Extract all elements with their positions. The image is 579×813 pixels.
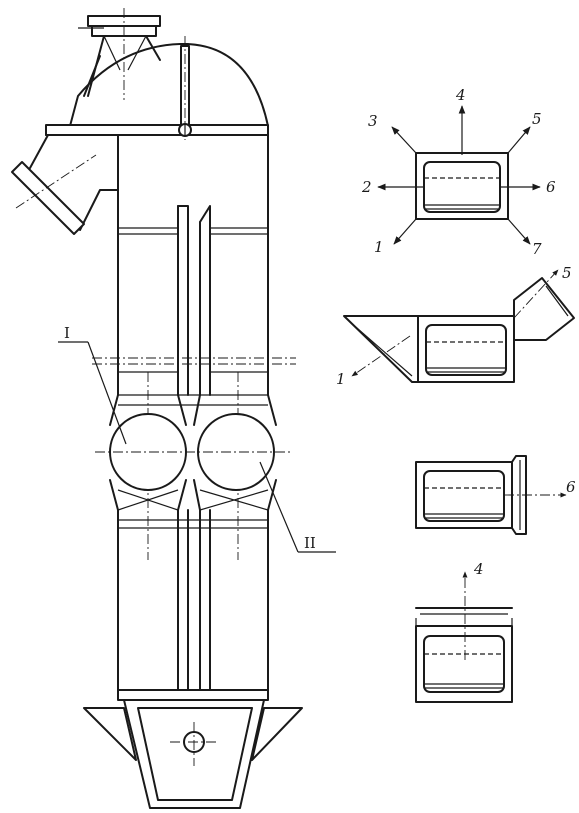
svg-text:I: I bbox=[64, 324, 70, 342]
section-label-I: I bbox=[58, 324, 127, 445]
discharge-spout bbox=[11, 134, 119, 235]
svg-text:II: II bbox=[304, 534, 316, 552]
variant-a-label-5: 5 bbox=[562, 264, 572, 282]
top-drive-mount bbox=[78, 8, 161, 100]
direction-label-3: 3 bbox=[368, 112, 378, 130]
inspection-section bbox=[95, 394, 290, 529]
direction-label-5: 5 bbox=[532, 110, 542, 128]
elevator-boot bbox=[83, 689, 303, 809]
direction-label-2: 2 bbox=[361, 178, 372, 196]
direction-label-6: 6 bbox=[546, 178, 556, 196]
elevator-legs bbox=[118, 205, 268, 691]
direction-label-7: 7 bbox=[532, 240, 542, 258]
discharge-variant-1-5: 1 5 bbox=[336, 264, 575, 388]
casing-outline bbox=[117, 134, 269, 691]
variant-b-label-6: 6 bbox=[566, 478, 576, 496]
discharge-direction-diagram: 3 4 5 2 6 1 7 bbox=[361, 86, 556, 258]
direction-label-4: 4 bbox=[455, 86, 466, 104]
variant-c-label-4: 4 bbox=[473, 560, 484, 578]
discharge-variant-6: 6 bbox=[415, 455, 576, 535]
section-label-II: II bbox=[259, 461, 336, 553]
direction-label-1: 1 bbox=[374, 238, 384, 256]
discharge-variant-4: 4 bbox=[415, 560, 513, 703]
variant-a-label-1: 1 bbox=[336, 370, 346, 388]
bucket-elevator-elevation: I II bbox=[11, 8, 336, 809]
head-flange-band bbox=[45, 123, 269, 137]
